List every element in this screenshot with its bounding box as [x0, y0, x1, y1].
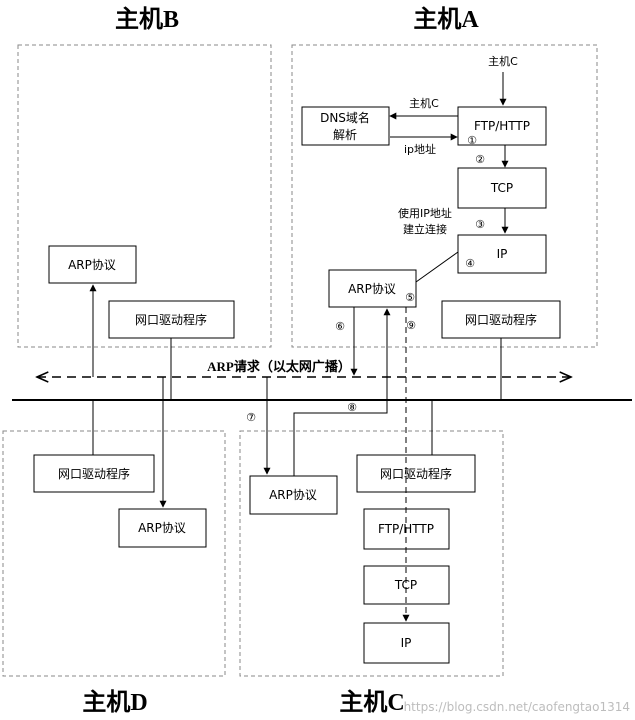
host-c-tcp-label: TCP [394, 578, 417, 592]
host-c-region [239, 430, 504, 677]
host-c-arp-label: ARP协议 [269, 487, 317, 502]
host-b-title: 主机B [115, 6, 179, 33]
step-6: ⑥ [335, 320, 345, 333]
host-a-arp-label: ARP协议 [348, 281, 396, 296]
host-a-region [291, 44, 598, 348]
step-3: ③ [475, 218, 485, 231]
host-a-nic-label: 网口驱动程序 [465, 312, 537, 327]
step-4: ④ [465, 257, 475, 270]
host-a-ip-label: IP [497, 247, 508, 261]
host-a-tcp-box [457, 167, 547, 209]
host-a-ip-box [457, 234, 547, 274]
dns-box [301, 106, 390, 146]
host-b-nic-label: 网口驱动程序 [135, 312, 207, 327]
host-d-title: 主机D [82, 689, 147, 716]
host-c-nic-box [356, 454, 476, 493]
step-1: ① [467, 134, 477, 147]
host-c-ip-label: IP [401, 636, 412, 650]
host-d-arp-box [118, 508, 207, 548]
host-c-nic-label: 网口驱动程序 [380, 466, 452, 481]
host-a-ftp-box [457, 106, 547, 146]
host-b-nic-box [108, 300, 235, 339]
dns-query-label: 主机C [409, 96, 439, 110]
broadcast-label: ARP请求（以太网广播） [207, 359, 351, 374]
host-d-nic-label: 网口驱动程序 [58, 466, 130, 481]
host-a-tcp-label: TCP [490, 181, 513, 195]
arp-reply-path [293, 308, 391, 476]
dns-box-line1: DNS域名 [320, 110, 370, 125]
host-a-arp-box [328, 269, 417, 308]
step-5: ⑤ [405, 291, 415, 304]
dns-box-line2: 解析 [333, 128, 357, 142]
connect-label-line2: 建立连接 [403, 222, 447, 236]
host-c-arp-box [249, 475, 338, 515]
dns-reply-label: ip地址 [404, 142, 436, 156]
host-d-region [2, 430, 226, 677]
host-a-title: 主机A [413, 6, 479, 33]
host-a-nic-box [441, 300, 561, 339]
connect-label-line1: 使用IP地址 [398, 206, 452, 220]
ip-to-arp-line [415, 251, 459, 283]
step-9: ⑨ [406, 319, 416, 332]
host-a-input-label: 主机C [488, 54, 518, 68]
host-c-ip-box [363, 622, 450, 664]
step-8: ⑧ [347, 401, 357, 414]
host-b-arp-label: ARP协议 [68, 257, 116, 272]
step-2: ② [475, 153, 485, 166]
host-a-ftp-label: FTP/HTTP [474, 119, 530, 133]
host-c-title: 主机C [339, 689, 404, 716]
step-7: ⑦ [246, 411, 256, 424]
host-d-arp-label: ARP协议 [138, 520, 186, 535]
host-d-nic-box [33, 454, 155, 493]
host-b-region [17, 44, 272, 348]
host-b-arp-box [48, 245, 137, 284]
watermark: https://blog.csdn.net/caofengtao1314 [404, 700, 630, 714]
